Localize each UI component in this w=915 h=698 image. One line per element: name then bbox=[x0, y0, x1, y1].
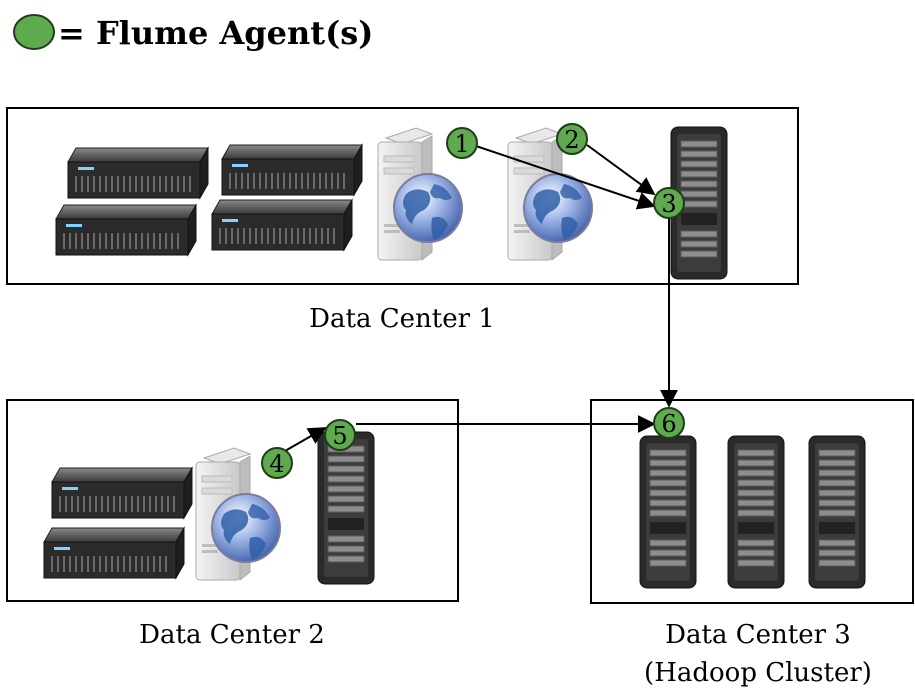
server-rack-icon bbox=[317, 431, 375, 585]
data-center-2-label: Data Center 2 bbox=[139, 620, 325, 650]
flume-agent-6-label: 6 bbox=[661, 410, 676, 438]
flow-arrows bbox=[284, 144, 678, 452]
flume-agent-5: 5 bbox=[324, 419, 356, 451]
legend-agent-swatch bbox=[13, 14, 55, 50]
legend-text: = Flume Agent(s) bbox=[58, 14, 373, 52]
server-blade-icon bbox=[67, 147, 209, 199]
server-blade-icon bbox=[221, 144, 363, 196]
flume-agent-1-label: 1 bbox=[454, 130, 469, 158]
server-blade-icon bbox=[51, 467, 193, 519]
flume-agent-4-label: 4 bbox=[269, 450, 284, 478]
flume-agent-2-label: 2 bbox=[564, 126, 579, 154]
data-center-1-label: Data Center 1 bbox=[309, 304, 495, 334]
data-center-1-box bbox=[6, 107, 799, 285]
flow-arrow-2-3 bbox=[586, 144, 656, 196]
server-blade-icon bbox=[43, 527, 185, 579]
data-center-2-box bbox=[6, 399, 459, 602]
data-center-3-label: Data Center 3 bbox=[665, 620, 851, 650]
data-center-3-box bbox=[590, 399, 914, 604]
server-blade-icon bbox=[55, 204, 197, 256]
flume-agent-5-label: 5 bbox=[332, 422, 347, 450]
flume-agent-6: 6 bbox=[653, 407, 685, 439]
data-center-3-sublabel: (Hadoop Cluster) bbox=[644, 658, 872, 688]
flume-agent-1: 1 bbox=[446, 127, 478, 159]
server-rack-icon bbox=[808, 435, 866, 589]
flume-agent-2: 2 bbox=[556, 123, 588, 155]
server-rack-icon bbox=[727, 435, 785, 589]
server-blade-icon bbox=[211, 199, 353, 251]
flume-agent-3-label: 3 bbox=[661, 190, 676, 218]
flume-agent-4: 4 bbox=[261, 447, 293, 479]
server-rack-icon bbox=[639, 435, 697, 589]
flume-agent-3: 3 bbox=[653, 187, 685, 219]
legend: = Flume Agent(s) bbox=[13, 14, 373, 52]
flow-arrow-4-5 bbox=[284, 427, 327, 452]
flow-arrow-1-3 bbox=[475, 145, 656, 210]
